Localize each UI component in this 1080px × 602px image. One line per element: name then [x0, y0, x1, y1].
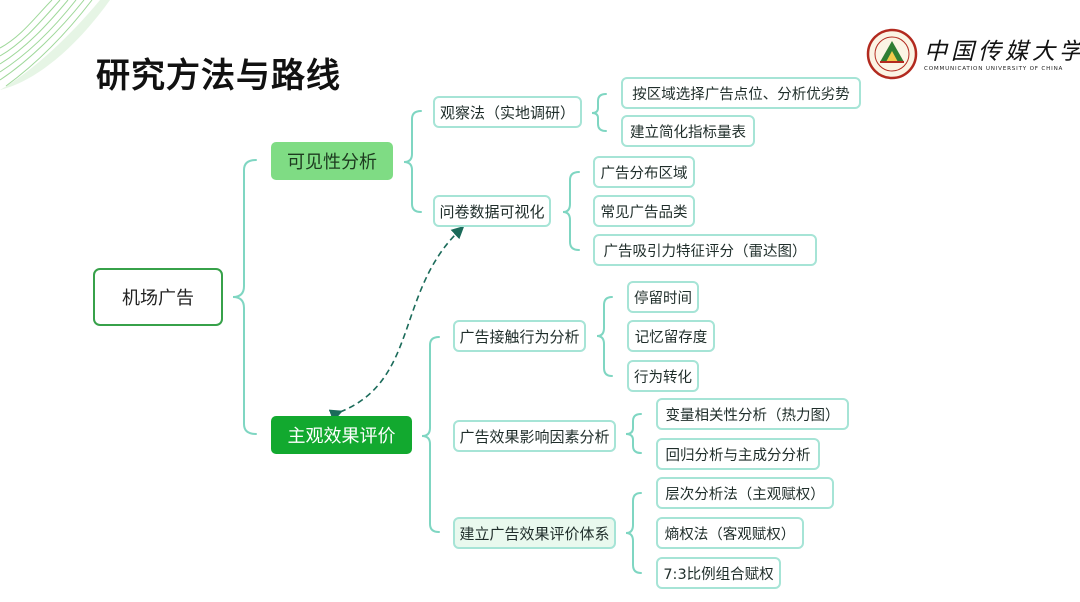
questionnaire-item: 广告分布区域	[593, 156, 695, 188]
leaf-decoration	[0, 0, 110, 90]
university-seal-icon	[866, 28, 918, 80]
method-contact-behavior: 广告接触行为分析	[453, 320, 586, 352]
contact-item: 停留时间	[627, 281, 699, 313]
contact-item: 记忆留存度	[627, 320, 715, 352]
university-name-en: COMMUNICATION UNIVERSITY OF CHINA	[924, 66, 1064, 72]
method-questionnaire-visualization: 问卷数据可视化	[433, 195, 551, 227]
method-observation: 观察法（实地调研）	[433, 96, 582, 128]
contact-item: 行为转化	[627, 360, 699, 392]
university-name-cn: 中国传媒大学	[924, 39, 1080, 65]
branch-subjective-evaluation: 主观效果评价	[271, 416, 412, 454]
observation-item: 按区域选择广告点位、分析优劣势	[621, 77, 861, 109]
branch-visibility-analysis: 可见性分析	[271, 142, 393, 180]
university-logo: 中国传媒大学 COMMUNICATION UNIVERSITY OF CHINA	[866, 28, 1080, 80]
system-item: 熵权法（客观赋权）	[656, 517, 804, 549]
observation-item: 建立简化指标量表	[621, 115, 755, 147]
system-item: 层次分析法（主观赋权）	[656, 477, 834, 509]
factor-item: 回归分析与主成分分析	[656, 438, 820, 470]
questionnaire-item: 广告吸引力特征评分（雷达图）	[593, 234, 817, 266]
method-influence-factors: 广告效果影响因素分析	[453, 420, 616, 452]
system-item: 7:3比例组合赋权	[656, 557, 781, 589]
slide-title: 研究方法与路线	[96, 56, 341, 96]
factor-item: 变量相关性分析（热力图）	[656, 398, 849, 430]
method-evaluation-system: 建立广告效果评价体系	[453, 517, 616, 549]
questionnaire-item: 常见广告品类	[593, 195, 695, 227]
root-node: 机场广告	[93, 268, 223, 326]
